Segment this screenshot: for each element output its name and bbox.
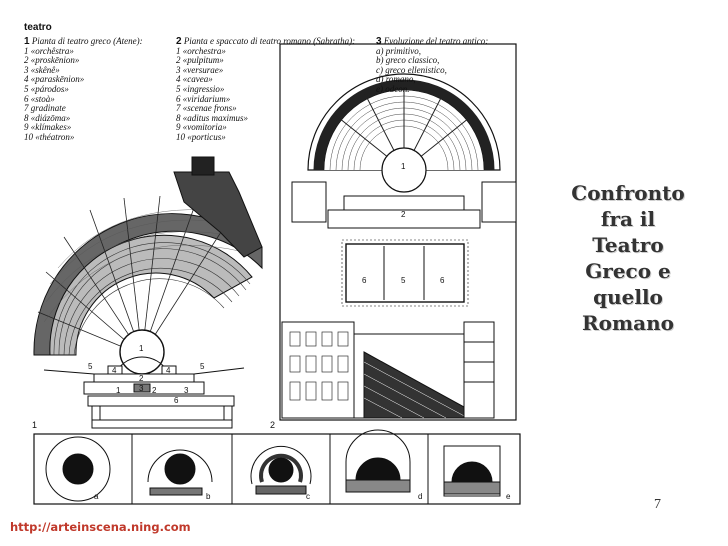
legend-greek-item: 4 «paraskēnion» (24, 74, 85, 85)
page-number: 7 (654, 497, 661, 512)
plate-drawing (33, 43, 521, 505)
legend-roman-header: Pianta e spaccato di teatro romano (Sabr… (183, 36, 356, 46)
slide-title-line: Teatro (592, 233, 664, 257)
legend-roman-item: 5 «ingressio» (176, 83, 225, 94)
evolution-label-a: a (94, 492, 99, 501)
legend-evolution-header: Evoluzione del teatro antico: (383, 36, 489, 46)
figure-number-1: 1 (32, 420, 38, 430)
legend-evolution-item: b) greco classico, (376, 55, 440, 66)
greek-label-stoa: 6 (174, 396, 179, 405)
greek-label-paraskenion-left: 4 (112, 366, 117, 375)
greek-label-orchestra: 1 (139, 344, 144, 353)
greek-label-parodos-right: 5 (200, 362, 205, 371)
slide-title-line: Confronto (571, 181, 685, 205)
source-url-link[interactable]: http://arteinscena.ning.com (10, 520, 191, 534)
greek-label-skene: 3 (139, 384, 144, 393)
legend-roman-item: 8 «aditus maximus» (176, 112, 248, 123)
evolution-label-c: c (306, 492, 310, 501)
legend-roman-item: 1 «orchestra» (176, 45, 226, 56)
plate-heading: teatro (24, 22, 52, 33)
slide-title: Confronto fra il Teatro Greco e quello R… (556, 180, 700, 336)
legend-roman-item: 3 «versurae» (176, 64, 224, 75)
evolution-strip (33, 429, 521, 505)
legend-roman-item: 9 «vomitoria» (176, 122, 227, 133)
legend-greek: 1 Pianta di teatro greco (Atene): 1 «orc… (24, 36, 143, 143)
legend-evolution: 3 Evoluzione del teatro antico: a) primi… (376, 36, 489, 95)
legend-roman-item: 2 «pulpitum» (176, 55, 224, 66)
figure-number-2: 2 (270, 420, 276, 430)
legend-roman-item: 7 «scenae frons» (176, 103, 237, 114)
theatre-plate-image: teatro 1 Pianta di teatro greco (Atene):… (24, 22, 532, 518)
legend-greek-item: 8 «diázōma» (24, 112, 71, 123)
greek-label-p1: 1 (116, 386, 121, 395)
slide-title-line: Romano (582, 311, 674, 335)
roman-label-pulpitum: 2 (401, 210, 406, 219)
greek-label-p3: 3 (184, 386, 189, 395)
legend-greek-item: 3 «skênê» (24, 64, 60, 75)
evolution-label-b: b (206, 492, 211, 501)
legend-greek-item: 6 «stoà» (24, 93, 55, 104)
roman-theatre-plan (279, 43, 517, 421)
roman-label-viridarium-left: 6 (362, 276, 367, 285)
evolution-label-e: e (506, 492, 511, 501)
legend-greek-item: 10 «théatron» (24, 131, 75, 142)
legend-roman-item: 6 «viridarium» (176, 93, 231, 104)
slide-title-line: fra il (600, 207, 656, 231)
evolution-label-d: d (418, 492, 423, 501)
legend-roman-number: 2 (176, 36, 182, 47)
greek-label-p2: 2 (152, 386, 157, 395)
slide-title-line: Greco e (585, 259, 671, 283)
slide-title-line: quello (593, 285, 663, 309)
legend-greek-header: Pianta di teatro greco (Atene): (31, 36, 143, 46)
legend-evolution-item: c) greco ellenistico, (376, 64, 447, 75)
legend-evolution-number: 3 (376, 36, 382, 47)
legend-greek-item: 5 «párodos» (24, 83, 69, 94)
roman-label-viridarium-right: 6 (440, 276, 445, 285)
legend-evolution-item: d) romano, (376, 74, 416, 85)
greek-label-proskenion: 2 (139, 374, 144, 383)
greek-theatre-plan (33, 156, 263, 429)
legend-roman: 2 Pianta e spaccato di teatro romano (Sa… (176, 36, 356, 143)
greek-label-parodos-left: 5 (88, 362, 93, 371)
legend-roman-item: 4 «cavea» (176, 74, 213, 85)
roman-label-ingressio: 5 (401, 276, 406, 285)
legend-greek-item: 1 «orchêstra» (24, 45, 74, 56)
legend-greek-item: 7 gradinate (24, 103, 66, 114)
legend-greek-item: 9 «klímakes» (24, 122, 72, 133)
roman-label-orchestra: 1 (401, 162, 406, 171)
legend-greek-item: 2 «proskēnion» (24, 55, 80, 66)
greek-label-paraskenion-right: 4 (166, 366, 171, 375)
legend-evolution-item: a) primitivo, (376, 45, 421, 56)
roman-theatre-section (281, 321, 495, 419)
legend-evolution-item: e) odeon. (376, 83, 410, 94)
legend-greek-number: 1 (24, 36, 30, 47)
legend-roman-item: 10 «porticus» (176, 131, 226, 142)
